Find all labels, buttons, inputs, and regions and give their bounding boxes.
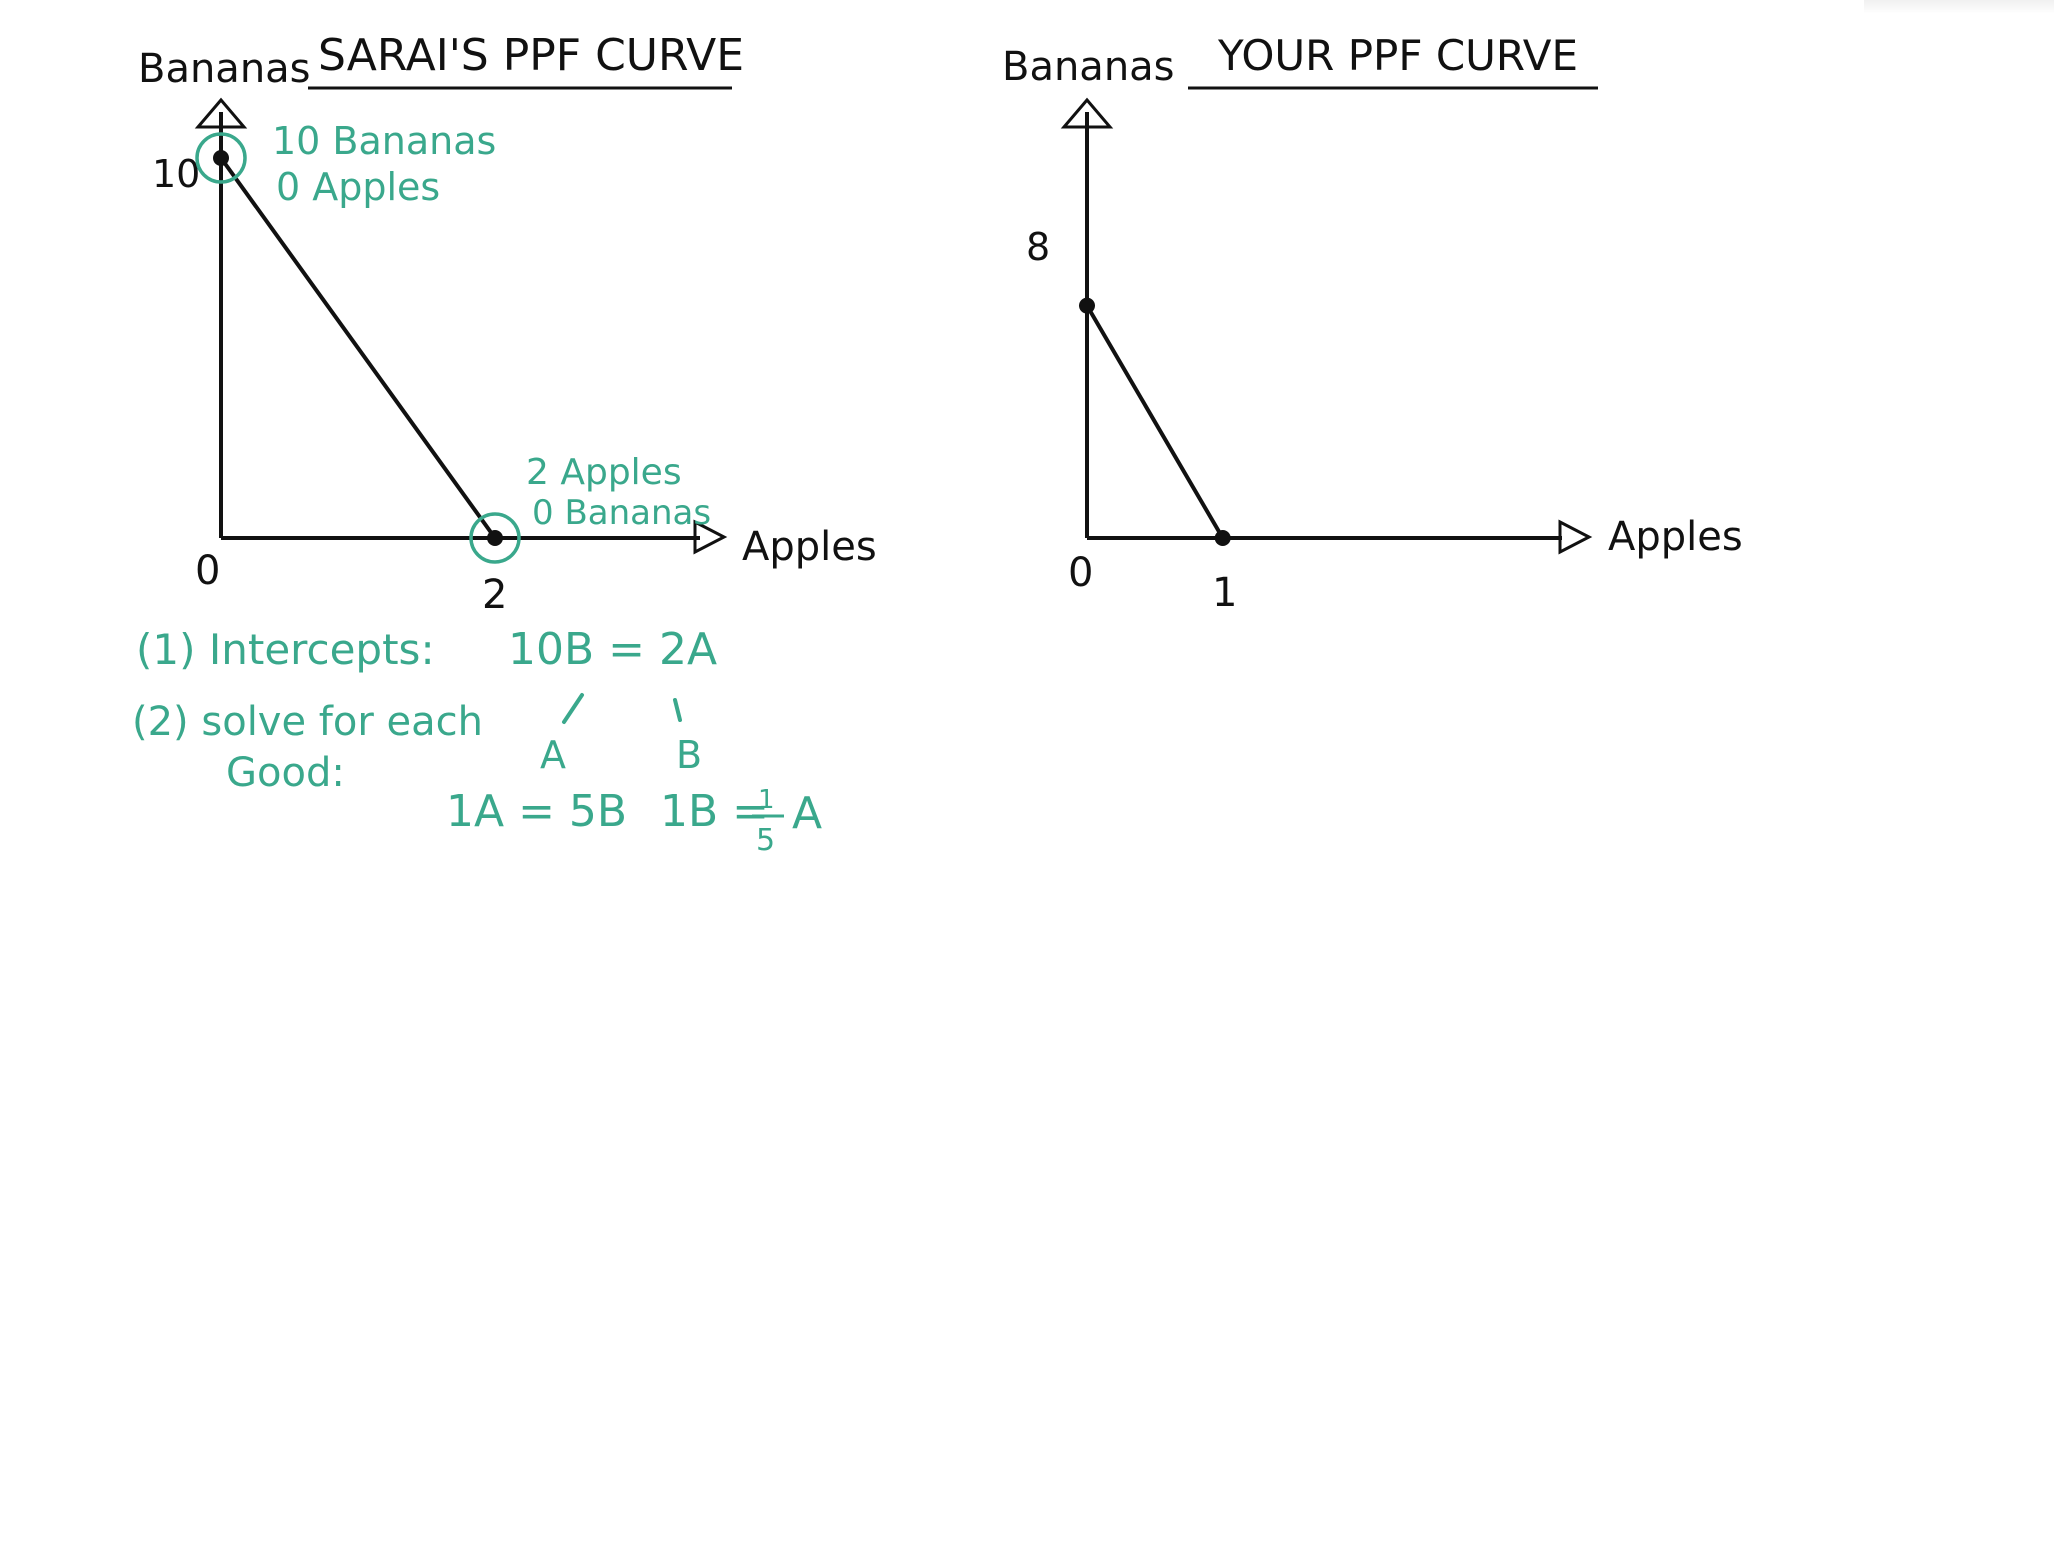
sarai-x-intercept-highlight (469, 512, 521, 564)
sarai-x-tick-label: 2 (482, 572, 507, 618)
sarai-annotation-top-line1: 10 Bananas (272, 119, 496, 163)
sarai-x-arrowhead (693, 519, 728, 555)
your-y-arrowhead (1060, 97, 1114, 129)
your-chart-title: YOUR PPF CURVE (1217, 31, 1578, 80)
sarai-y-axis-label: Bananas (138, 46, 311, 92)
sarai-ppf-chart: Bananas SARAI'S PPF CURVE Apples 0 10 2 … (138, 30, 877, 618)
sarai-ppf-line (219, 156, 497, 540)
note-fraction-numerator: 1 (758, 785, 775, 815)
your-origin-label: 0 (1068, 550, 1093, 596)
note-equation: 10B = 2A (508, 624, 717, 675)
note-result-b-unit: A (792, 788, 822, 839)
your-ppf-line (1085, 304, 1225, 540)
your-x-tick-label: 1 (1212, 570, 1237, 616)
branch-b-label: B (676, 733, 702, 777)
branch-a-stroke (562, 693, 584, 724)
your-x-arrowhead (1558, 519, 1593, 555)
your-x-axis-label: Apples (1608, 514, 1743, 560)
branch-a-label: A (540, 733, 566, 777)
your-ppf-chart: Bananas YOUR PPF CURVE Apples 0 8 1 (1002, 31, 1743, 616)
note-step1: (1) Intercepts: (136, 625, 435, 674)
sarai-annotation-bottom-line2: 0 Bananas (532, 493, 711, 533)
sarai-annotation-bottom-line1: 2 Apples (526, 452, 682, 493)
note-result-b: 1B = (660, 786, 769, 837)
sarai-y-tick-label: 10 (152, 152, 200, 196)
sarai-point-x-intercept (487, 530, 503, 546)
your-point-x-intercept (1214, 530, 1231, 546)
sarai-origin-label: 0 (195, 548, 220, 594)
top-right-shadow (1864, 0, 2054, 14)
worked-notes: (1) Intercepts: 10B = 2A (2) solve for e… (132, 624, 822, 858)
sarai-point-y-intercept (213, 150, 229, 166)
your-y-axis-label: Bananas (1002, 44, 1175, 90)
branch-b-stroke (673, 698, 682, 722)
note-fraction-denominator: 5 (756, 823, 775, 858)
note-step2-line1: (2) solve for each (132, 699, 483, 745)
note-result-a: 1A = 5B (446, 786, 627, 837)
sarai-y-arrowhead (194, 97, 248, 129)
sarai-y-intercept-highlight (195, 132, 247, 184)
your-y-tick-label: 8 (1026, 225, 1050, 269)
sarai-chart-title: SARAI'S PPF CURVE (318, 30, 744, 81)
sarai-annotation-top-line2: 0 Apples (276, 165, 440, 209)
your-point-y-intercept (1079, 297, 1095, 314)
sarai-x-axis-label: Apples (742, 524, 877, 570)
note-step2-line2: Good: (226, 750, 345, 796)
